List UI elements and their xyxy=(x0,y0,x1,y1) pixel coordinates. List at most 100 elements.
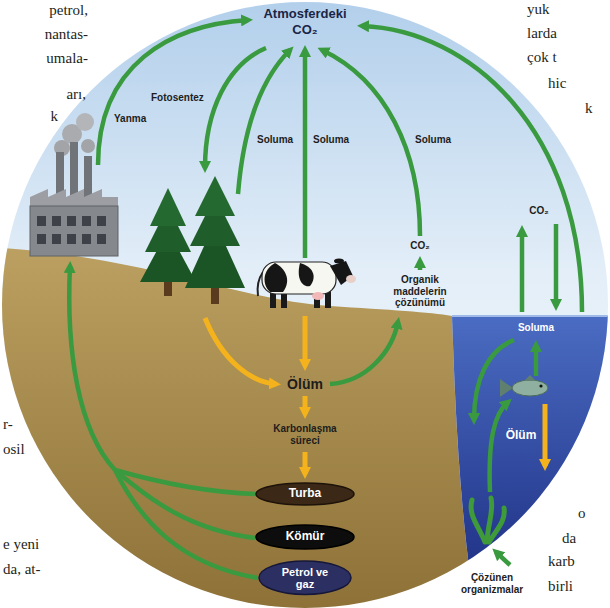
label-slot: e yeni xyxy=(3,536,39,553)
factory-building xyxy=(30,206,118,256)
fuel-to-factory-arrow xyxy=(69,266,115,470)
fish-body xyxy=(512,380,548,396)
death-arrows xyxy=(205,316,545,474)
chimney xyxy=(84,156,92,197)
label-slot: larda xyxy=(527,25,557,42)
label-slot: k xyxy=(51,108,59,125)
carbon-flow-arrows xyxy=(69,20,582,578)
window xyxy=(97,216,106,226)
death-arrow xyxy=(303,316,308,366)
tree-tier xyxy=(150,188,186,226)
page-text-fragment: hic xyxy=(548,75,566,92)
tree-tier xyxy=(195,176,235,216)
cow-muzzle xyxy=(346,275,356,283)
compound-label: CO₂ xyxy=(410,240,429,252)
label-slot: birli xyxy=(548,578,573,595)
page-text-fragment: arı, xyxy=(66,86,86,103)
fuel-line xyxy=(115,470,255,494)
cow-ear xyxy=(334,259,344,264)
page-text-fragment: k xyxy=(51,108,59,125)
ground xyxy=(0,248,480,608)
burial-arrow xyxy=(303,452,308,474)
ellipse-shape xyxy=(259,561,351,594)
compound-label: CO₂ xyxy=(529,205,548,217)
page-text-fragment: e yeni xyxy=(3,536,39,553)
ocean-exchange-arrow xyxy=(554,224,559,306)
fuel-deposit-ellipse: Turba xyxy=(255,482,355,506)
window xyxy=(82,234,91,244)
node-text-block: Petrol ve gaz xyxy=(277,566,333,590)
chimney xyxy=(56,152,64,197)
page-text-fragment: umala- xyxy=(46,50,88,67)
fuel-line xyxy=(115,470,258,578)
reservoir-label: Atmosferdeki CO₂ xyxy=(255,6,355,38)
label-slot: CO₂ xyxy=(410,240,429,252)
factory xyxy=(30,113,118,256)
node-text: Turba xyxy=(289,487,321,500)
label-slot: Ölüm xyxy=(506,428,537,442)
label-slot: Yanma xyxy=(114,113,146,125)
page-text-fragment: k xyxy=(585,100,593,117)
page-text-fragment: da, at- xyxy=(3,561,40,578)
label-slot: Organik maddelerin çözünümü xyxy=(388,274,452,309)
label-slot: Çözünen organizmalar xyxy=(458,572,526,595)
label-slot: petrol, xyxy=(49,2,88,19)
sea-surface xyxy=(452,315,610,317)
page-text-fragment: birli xyxy=(548,578,573,595)
label-slot: Fotosentez xyxy=(151,92,204,104)
window xyxy=(37,216,46,226)
seaweed xyxy=(471,498,504,542)
cow-patch xyxy=(265,263,288,292)
label-slot: da, at- xyxy=(3,561,40,578)
process-label: Soluma xyxy=(518,322,554,334)
burial-arrow xyxy=(303,396,308,414)
cow-body xyxy=(262,262,336,294)
chimney xyxy=(70,142,78,197)
label-slot: CO₂ xyxy=(529,205,548,217)
tree-trunk xyxy=(164,282,172,296)
page-text-fragment: larda xyxy=(527,25,557,42)
label-slot: Karbonlaşma süreci xyxy=(269,423,341,446)
page-text-fragment: karb xyxy=(548,553,575,570)
label-slot: Soluma xyxy=(415,134,451,146)
smoke xyxy=(76,113,94,131)
seaweed-frond xyxy=(489,508,504,542)
label-slot: yuk xyxy=(527,1,550,18)
label-slot: Soluma xyxy=(257,134,293,146)
label-slot: osil xyxy=(3,441,25,458)
process-label: Soluma xyxy=(257,134,293,146)
trees xyxy=(140,176,245,304)
uptake-arrow xyxy=(496,552,510,565)
window xyxy=(52,234,61,244)
release-arrow xyxy=(418,261,423,270)
label-slot: Soluma xyxy=(518,322,554,334)
fish-eye xyxy=(539,384,542,387)
label-slot: k xyxy=(585,100,593,117)
label-slot: nantas- xyxy=(45,26,88,43)
smoke xyxy=(81,139,95,153)
respiration-arrow xyxy=(534,345,539,376)
label-slot: da xyxy=(562,530,576,547)
page-text-fragment: çok t xyxy=(527,49,557,66)
respiration-arrow xyxy=(303,50,308,258)
process-label: Karbonlaşma süreci xyxy=(269,423,341,446)
decomposition-arrow xyxy=(330,322,398,384)
label-slot: Soluma xyxy=(313,134,349,146)
dissolved-carbon-arrow xyxy=(474,340,514,420)
sea xyxy=(452,316,610,608)
page-text-fragment: o xyxy=(578,505,586,522)
page-text-fragment: da xyxy=(562,530,576,547)
process-label: Ölüm xyxy=(506,428,537,442)
ellipse-shape xyxy=(256,483,354,505)
label-slot: karb xyxy=(548,553,575,570)
label-slot: umala- xyxy=(46,50,88,67)
page-text-fragment: osil xyxy=(3,441,25,458)
cow-udder xyxy=(312,292,324,300)
window xyxy=(52,216,61,226)
process-label: Fotosentez xyxy=(151,92,204,104)
label-slot: hic xyxy=(548,75,566,92)
tree-trunk xyxy=(211,288,219,304)
